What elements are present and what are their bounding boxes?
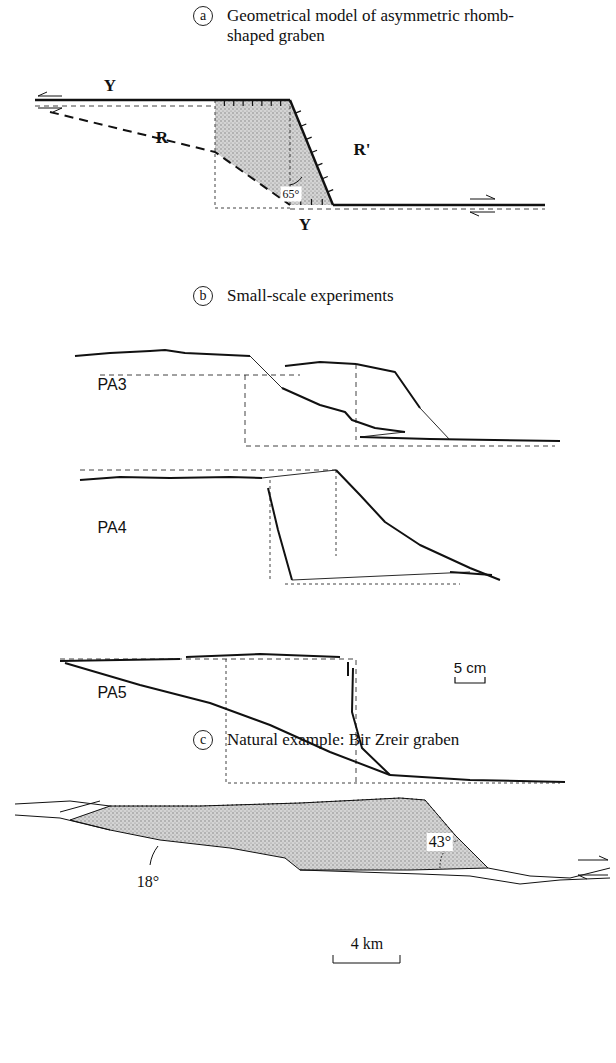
panel-title: Geometrical model of asymmetric rhomb-sh…	[227, 6, 517, 46]
fault-tick	[306, 137, 312, 139]
fault-trace	[15, 815, 110, 830]
shear-arrow	[470, 212, 495, 216]
panel-heading: a Geometrical model of asymmetric rhomb-s…	[193, 6, 517, 46]
shear-arrow	[470, 195, 495, 199]
fault-trace	[488, 868, 610, 878]
graben-border	[110, 798, 488, 868]
fault-trace	[75, 350, 250, 356]
panel-heading: c Natural example: Bir Zreir graben	[193, 730, 517, 750]
angle-label: 43°	[427, 833, 453, 851]
fault-trace	[80, 477, 262, 480]
scale-label: 5 cm	[452, 659, 489, 676]
fault-trace	[186, 654, 340, 657]
reference-line	[336, 470, 337, 556]
fault-tick	[271, 100, 272, 106]
y-fault-trace	[290, 209, 545, 210]
reference-line	[80, 470, 336, 471]
fault-trace	[60, 801, 100, 812]
fault-trace	[390, 775, 565, 782]
experiment-name: PA3	[95, 376, 128, 394]
fault-trace	[360, 432, 405, 437]
fault-trace	[285, 362, 356, 366]
fault-trace	[360, 437, 560, 441]
fault-label: R	[154, 128, 170, 148]
fault-trace	[450, 572, 492, 575]
reference-line	[356, 364, 357, 440]
angle-arc	[290, 177, 302, 185]
fault-label: 65°	[281, 187, 302, 202]
reference-line	[226, 659, 560, 783]
fault-tick	[280, 100, 281, 106]
fault-tick	[243, 100, 244, 106]
graben-fill	[215, 100, 333, 205]
r-fault	[50, 112, 290, 205]
fault-trace	[356, 364, 420, 408]
fault-tick	[252, 100, 253, 106]
y-fault	[35, 99, 290, 101]
fault-trace	[300, 870, 610, 884]
fault-tick	[295, 111, 301, 113]
fault-tick	[322, 199, 323, 205]
fault-tick	[224, 100, 225, 106]
fault-tick	[311, 199, 312, 205]
graben-fill	[70, 798, 488, 870]
reference-line	[60, 659, 356, 782]
fault-trace	[336, 470, 500, 580]
reference-box	[215, 100, 290, 208]
fault-trace	[347, 662, 349, 676]
fault-trace	[352, 668, 390, 775]
shear-arrow	[38, 108, 62, 112]
reference-line	[245, 375, 555, 446]
scale-bar	[333, 955, 400, 963]
panel-letter: c	[193, 730, 213, 750]
angle-label: 18°	[135, 873, 161, 891]
experiment-name: PA4	[95, 519, 128, 537]
y-fault	[333, 204, 545, 206]
shear-arrow	[38, 92, 62, 96]
reference-line	[100, 375, 300, 376]
panel-title: Natural example: Bir Zreir graben	[227, 730, 517, 750]
fault-trace	[65, 663, 390, 775]
fault-tick	[261, 100, 262, 106]
fault-label: Y	[102, 76, 118, 96]
fault-trace	[250, 356, 282, 388]
panel-title: Small-scale experiments	[227, 286, 517, 306]
fault-tick	[322, 176, 328, 178]
fault-tick	[233, 100, 234, 106]
fault-trace	[420, 408, 450, 440]
shear-arrow	[578, 856, 608, 860]
fault-label: R'	[352, 140, 373, 160]
reference-line	[270, 480, 271, 582]
fault-tick	[317, 163, 323, 165]
reference-line	[285, 584, 460, 585]
fault-tick	[301, 124, 307, 126]
angle-arc	[150, 846, 158, 865]
fault-tick	[312, 150, 318, 152]
scale-label: 4 km	[349, 935, 385, 953]
fault-trace	[282, 388, 405, 432]
fault-label: Y	[297, 215, 313, 235]
fault-trace	[292, 572, 470, 580]
y-fault-trace	[35, 106, 215, 107]
fault-tick	[328, 190, 334, 192]
scale-bar	[455, 677, 485, 683]
fault-trace	[268, 488, 292, 580]
panel-letter: a	[193, 6, 213, 26]
fault-trace	[262, 470, 336, 478]
panel-letter: b	[193, 286, 213, 306]
panel-heading: b Small-scale experiments	[193, 286, 517, 306]
shear-arrow	[578, 875, 608, 879]
experiment-name: PA5	[95, 684, 128, 702]
